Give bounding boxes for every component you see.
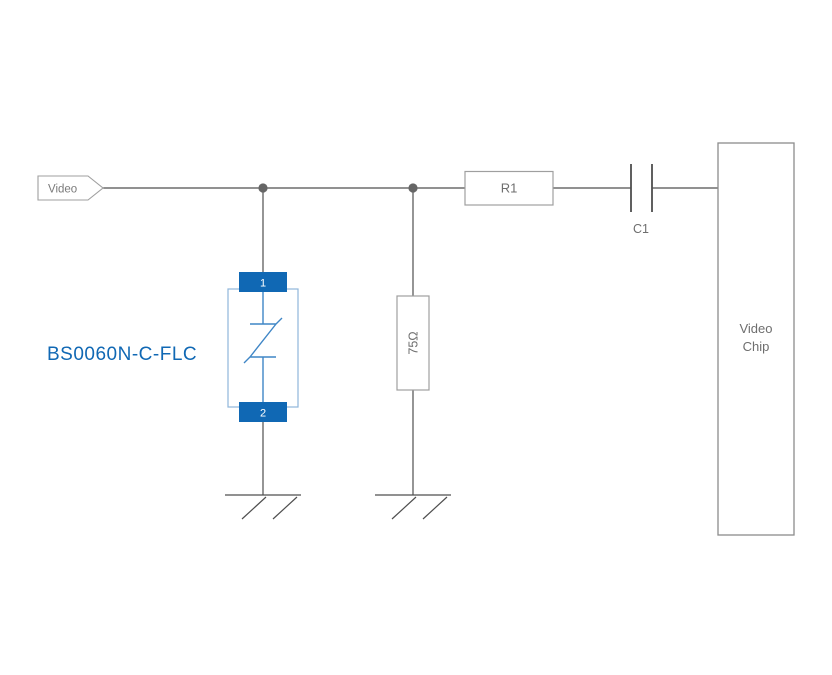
video-chip-label-line2: Chip [743,339,770,354]
tvs-pin1-number: 1 [260,278,266,290]
series-resistor-r1: R1 [464,170,554,206]
video-chip-label-line1: Video [739,321,772,336]
shunt-resistor-body [396,295,430,391]
part-number-label: BS0060N-C-FLC [47,344,197,365]
capacitor-label: C1 [633,222,649,236]
video-input-flag: Video [37,175,104,201]
ground-symbol-left [225,494,301,520]
tvs-diode-symbol [243,292,283,402]
video-chip-block: Video Chip [717,142,795,536]
junction-dot-right [408,183,418,193]
video-chip-body [717,142,795,536]
ground-symbol-right [375,494,451,520]
junction-dot-left [258,183,268,193]
shunt-resistor-75ohm: 75Ω [396,295,430,391]
shunt-resistor-label: 75Ω [406,331,420,354]
input-flag-label: Video [48,184,77,196]
tvs-pin2-number: 2 [260,408,266,420]
tvs-pin1-pad [239,272,287,292]
r1-body [464,170,554,206]
capacitor-plates [630,164,653,212]
input-flag-shape [37,175,104,201]
tvs-component: 1 2 [227,272,299,422]
capacitor-c1: C1 [630,164,653,236]
r1-label: R1 [501,181,518,196]
tvs-pin2-pad [239,402,287,422]
